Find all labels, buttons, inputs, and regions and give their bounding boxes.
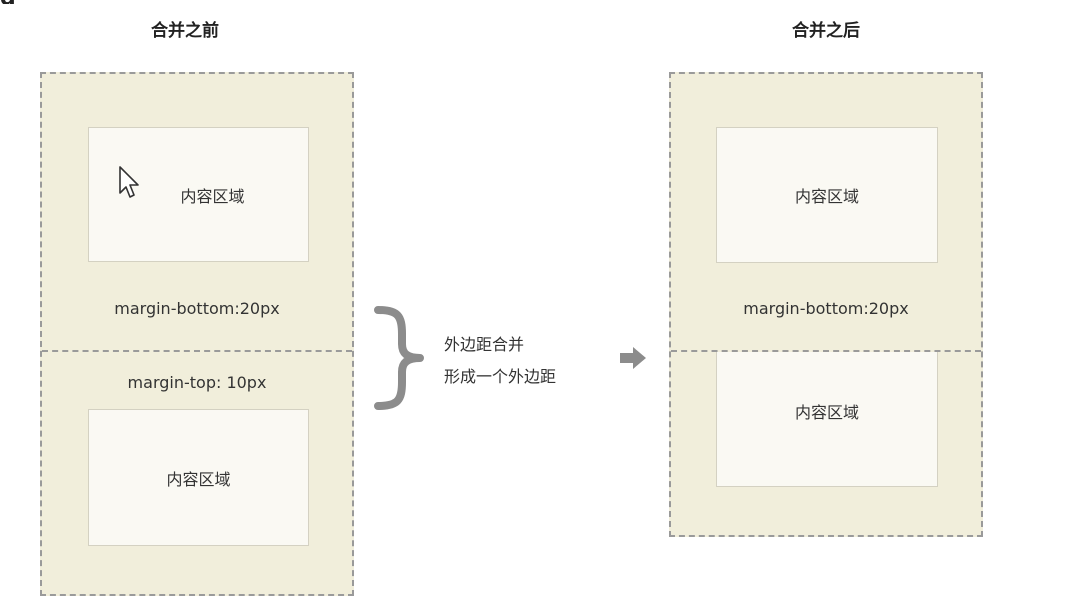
- after-title: 合并之后: [792, 21, 860, 41]
- before-top-content-box: 内容区域: [88, 127, 309, 262]
- after-margin-bottom-label: margin-bottom:20px: [743, 299, 909, 318]
- cut-off-heading: g: [0, 0, 360, 4]
- before-top-content-label: 内容区域: [180, 186, 245, 206]
- before-margin-bottom-label: margin-bottom:20px: [114, 299, 280, 318]
- before-separator: [42, 350, 352, 352]
- before-margin-top-label: margin-top: 10px: [127, 373, 267, 392]
- after-bottom-content-label: 内容区域: [794, 403, 859, 422]
- before-bottom-content-label: 内容区域: [166, 469, 231, 489]
- right-curly-brace-icon: [374, 306, 424, 410]
- before-title: 合并之前: [151, 21, 219, 41]
- after-top-content-label: 内容区域: [794, 187, 859, 206]
- annotation-line-2: 形成一个外边距: [444, 367, 557, 386]
- after-bottom-content-box: 内容区域: [716, 352, 938, 487]
- annotation-line-1: 外边距合并: [444, 335, 525, 354]
- after-top-content-box: 内容区域: [716, 127, 938, 263]
- mouse-cursor-icon: [119, 166, 139, 198]
- after-separator: [671, 350, 981, 352]
- right-arrow-icon: [620, 347, 646, 369]
- before-bottom-content-box: 内容区域: [88, 409, 309, 546]
